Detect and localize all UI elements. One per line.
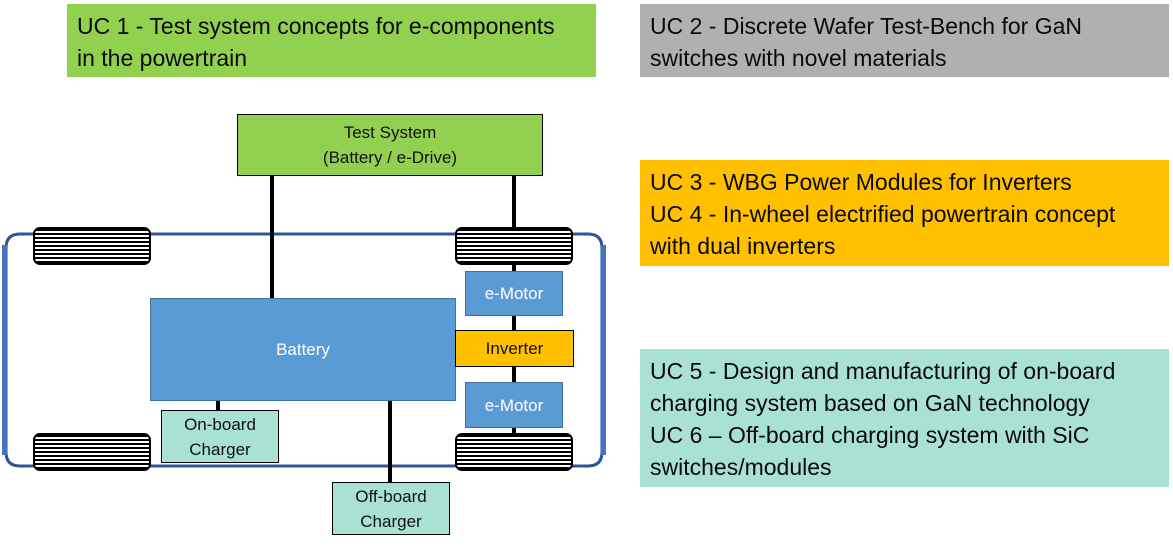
uc4-line-2: with dual inverters — [650, 233, 836, 259]
battery-label: Battery — [276, 340, 330, 359]
uc2-line-2: switches with novel materials — [650, 45, 947, 71]
test-system-box: Test System (Battery / e-Drive) — [237, 114, 543, 176]
car-frame-left-edge — [2, 245, 7, 455]
emotor-top-label: e-Motor — [484, 284, 544, 303]
uc1-box: UC 1 - Test system concepts for e-compon… — [67, 4, 596, 77]
car-frame-outline — [4, 232, 604, 468]
onboard-charger-box: On-board Charger — [161, 410, 279, 463]
uc5-line-2: charging system based on GaN technology — [650, 390, 1090, 416]
test-system-label: Test System — [343, 123, 437, 142]
offboard-charger-box: Off-board Charger — [332, 482, 450, 535]
uc5-line-1: UC 5 - Design and manufacturing of on-bo… — [650, 358, 1116, 384]
onboard-charger-label-2: Charger — [189, 439, 251, 459]
test-system-sublabel: (Battery / e-Drive) — [322, 148, 458, 167]
uc6-line-1: UC 6 – Off-board charging system with Si… — [650, 422, 1090, 448]
uc3-line-1: UC 3 - WBG Power Modules for Inverters — [650, 169, 1072, 195]
emotor-top-box: e-Motor — [465, 271, 563, 316]
wire-battery-to-onboard — [216, 400, 220, 410]
car-frame-right-edge — [601, 245, 606, 455]
uc1-line-2: in the powertrain — [77, 45, 248, 71]
uc34-box: UC 3 - WBG Power Modules for Inverters U… — [640, 160, 1169, 266]
emotor-bottom-label: e-Motor — [484, 395, 544, 415]
car-frame — [2, 232, 606, 468]
emotor-bottom-box: e-Motor — [465, 382, 563, 428]
offboard-charger-label-1: Off-board — [355, 486, 427, 506]
wheel-rear-left-icon — [33, 433, 151, 471]
battery-box: Battery — [150, 298, 456, 401]
uc1-line-1: UC 1 - Test system concepts for e-compon… — [77, 13, 555, 39]
uc2-box: UC 2 - Discrete Wafer Test-Bench for GaN… — [640, 4, 1169, 77]
wheel-front-left-icon — [33, 227, 151, 265]
uc2-line-1: UC 2 - Discrete Wafer Test-Bench for GaN — [650, 13, 1083, 39]
wire-battery-to-offboard — [388, 400, 392, 482]
wheel-front-right-icon — [455, 227, 573, 265]
wire-test-to-battery — [270, 175, 274, 298]
inverter-label: Inverter — [485, 339, 544, 358]
offboard-charger-label-2: Charger — [360, 511, 422, 531]
uc6-line-2: switches/modules — [650, 454, 832, 480]
uc4-line-1: UC 4 - In-wheel electrified powertrain c… — [650, 201, 1116, 227]
uc56-box: UC 5 - Design and manufacturing of on-bo… — [640, 349, 1169, 487]
wheel-rear-right-icon — [455, 433, 573, 471]
inverter-box: Inverter — [455, 330, 574, 367]
onboard-charger-label-1: On-board — [184, 414, 256, 434]
